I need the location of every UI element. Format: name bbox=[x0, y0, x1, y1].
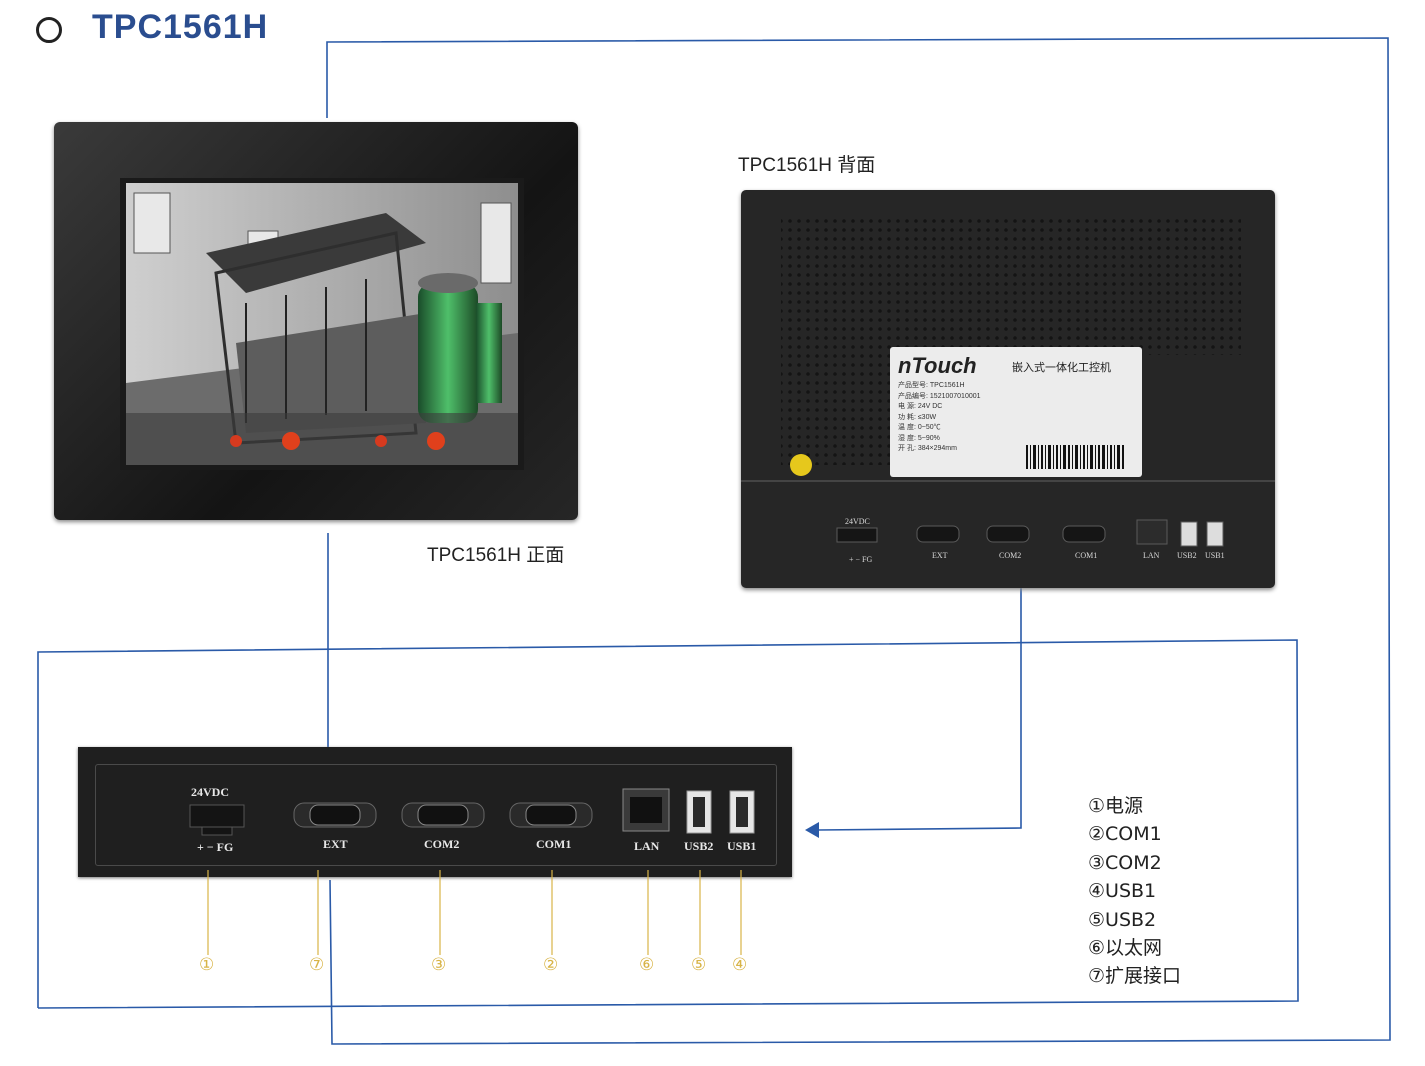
vent-grille bbox=[781, 215, 1241, 465]
callout-power: ① bbox=[199, 955, 215, 975]
port-connectors: 24VDC + − FG EXT COM2 COM1 LAN USB2 USB1 bbox=[189, 785, 756, 854]
back-label-ext: EXT bbox=[932, 551, 948, 560]
legend-item: ②COM1 bbox=[1088, 823, 1162, 846]
callout-usb2: ⑤ bbox=[691, 955, 707, 975]
port-label-com1: COM1 bbox=[536, 837, 571, 851]
screen-content-illustration bbox=[126, 183, 518, 465]
back-label-usb2: USB2 bbox=[1177, 551, 1197, 560]
port-label-lan: LAN bbox=[634, 839, 660, 853]
arrow-icon bbox=[805, 822, 819, 838]
usb1-port-icon bbox=[729, 790, 755, 834]
back-caption: TPC1561H 背面 bbox=[738, 155, 876, 176]
ground-icon bbox=[790, 454, 812, 476]
back-port-strip: 24VDC + − FG EXT COM2 COM1 LAN USB2 USB1 bbox=[836, 517, 1225, 564]
page-title: TPC1561H bbox=[92, 8, 269, 46]
front-caption: TPC1561H 正面 bbox=[427, 545, 565, 566]
com2-port-icon bbox=[401, 802, 485, 828]
callout-ext: ⑦ bbox=[309, 955, 325, 975]
legend-item: ⑥以太网 bbox=[1088, 937, 1163, 960]
back-to-strip-line bbox=[817, 570, 1022, 831]
back-label-power-pins: + − FG bbox=[849, 555, 872, 564]
port-legend: ①电源 ②COM1 ③COM2 ④USB1 ⑤USB2 ⑥以太网 ⑦扩展接口 bbox=[1088, 792, 1181, 991]
port-label-ext: EXT bbox=[323, 837, 348, 851]
port-label-usb2: USB2 bbox=[684, 839, 713, 853]
back-label-com2: COM2 bbox=[999, 551, 1021, 560]
label-product-type: 嵌入式一体化工控机 bbox=[1012, 362, 1111, 374]
lan-port-icon bbox=[622, 788, 670, 832]
back-label-power: 24VDC bbox=[845, 517, 870, 526]
strip-loop-line bbox=[37, 639, 1299, 1009]
product-label: nTouch 嵌入式一体化工控机 产品型号: TPC1561H 产品编号: 15… bbox=[890, 347, 1142, 477]
label-rows: 产品型号: TPC1561H 产品编号: 1521007010001 电 源: … bbox=[898, 382, 981, 452]
port-label-usb1: USB1 bbox=[727, 839, 756, 853]
title-bullet-icon bbox=[36, 17, 62, 43]
back-label-usb1: USB1 bbox=[1205, 551, 1225, 560]
outer-connector-line bbox=[326, 37, 1391, 1045]
back-label-com1: COM1 bbox=[1075, 551, 1097, 560]
back-label-lan: LAN bbox=[1143, 551, 1160, 560]
legend-item: ①电源 bbox=[1088, 795, 1144, 817]
com1-port-icon bbox=[509, 802, 593, 828]
port-label-power-pins: + − FG bbox=[197, 840, 233, 854]
barcode-icon bbox=[1026, 445, 1124, 469]
callout-usb1: ④ bbox=[732, 955, 748, 975]
ext-port-icon bbox=[293, 802, 377, 828]
usb2-port-icon bbox=[686, 790, 712, 834]
callout-com1: ② bbox=[543, 955, 559, 975]
legend-item: ⑦扩展接口 bbox=[1088, 965, 1182, 988]
port-label-com2: COM2 bbox=[424, 837, 459, 851]
legend-item: ④USB1 bbox=[1088, 880, 1157, 903]
callout-com2: ③ bbox=[431, 955, 447, 975]
callout-lan: ⑥ bbox=[639, 955, 655, 975]
legend-item: ⑤USB2 bbox=[1088, 908, 1157, 931]
legend-item: ③COM2 bbox=[1088, 851, 1162, 874]
port-label-power: 24VDC bbox=[191, 785, 229, 799]
label-brand: nTouch bbox=[898, 353, 977, 378]
